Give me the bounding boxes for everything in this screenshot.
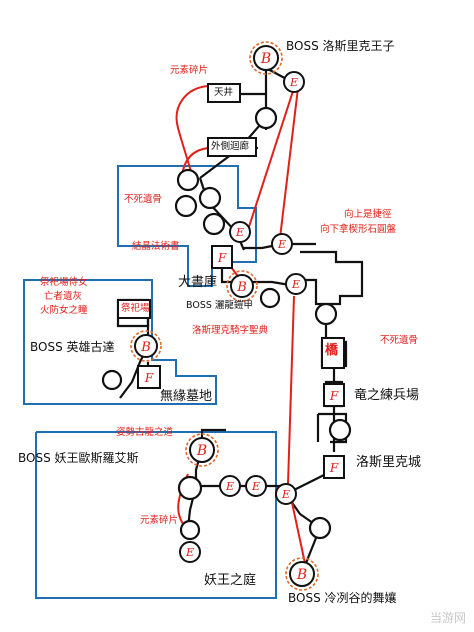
node-circle: [254, 106, 278, 130]
node-circle: [177, 475, 203, 501]
exit-node: E: [275, 483, 297, 505]
item-undead-bone-right: 不死遺骨: [380, 335, 419, 346]
boss-symbol: B: [236, 280, 247, 295]
node-circle: [314, 302, 338, 326]
item-shrine-attendant: 祭祀場侍女: [40, 277, 88, 288]
area-untended-graves: 無緣墓地: [160, 389, 213, 404]
boss-symbol: B: [140, 340, 151, 355]
boss-node-top: B: [249, 41, 283, 75]
exit-symbol: E: [225, 480, 234, 493]
node-circle: [198, 186, 222, 210]
item-shrine: 祭祀場: [121, 303, 150, 314]
item-shortcut-up: 向上是捷徑: [344, 209, 392, 220]
ceiling-box: [207, 83, 241, 103]
bonfire-symbol: F: [144, 371, 154, 385]
exit-node: E: [283, 71, 305, 93]
path-nodes: [101, 106, 352, 541]
node-circle: [176, 168, 200, 192]
exit-symbol: E: [251, 480, 260, 493]
region-kings-garden-border: [35, 431, 277, 599]
exit-nodes: E E E E E E E E: [179, 71, 307, 563]
boss-symbol: B: [196, 443, 207, 459]
node-circle: [328, 418, 352, 442]
area-dragon-barracks: 竜之練兵場: [354, 388, 420, 403]
boss-symbol: B: [260, 51, 271, 67]
item-dead-belongings: 亡者遺灰: [44, 291, 83, 302]
item-undead-bone-left: 不死遺骨: [124, 194, 163, 205]
label-boxes: [117, 83, 345, 369]
item-element-shard-top: 元素碎片: [170, 65, 209, 76]
red-route-down: [286, 295, 307, 569]
shrine-box: [117, 299, 151, 319]
area-lothric-castle: 洛斯里克城: [356, 455, 422, 470]
item-element-shard-bottom: 元素碎片: [140, 515, 179, 526]
node-circle: [101, 369, 123, 391]
boss-symbol: B: [296, 567, 307, 583]
exit-node: E: [229, 221, 251, 243]
item-ancient-dragon-gesture: 姿勢古龍之道: [116, 427, 174, 438]
exit-symbol: E: [185, 546, 194, 559]
item-bridge: 橋: [325, 343, 339, 358]
exit-node: E: [245, 475, 267, 497]
bonfire-node-barracks: F: [323, 383, 345, 407]
watermark: 当游网: [429, 611, 466, 625]
exit-symbol: E: [289, 76, 298, 89]
bonfire-node-untended: F: [137, 365, 161, 389]
boss-nodes: B B B B B: [130, 41, 319, 591]
boss-label-lower: BOSS 妖王歐斯羅艾斯: [18, 451, 139, 465]
bonfire-node-grand-archives: F: [211, 245, 233, 269]
path-right-box: [300, 250, 364, 306]
red-route-right: [279, 87, 299, 239]
bonfire-nodes: F F F F: [137, 245, 345, 479]
boss-label-top: BOSS 洛斯里克王子: [286, 39, 395, 53]
exit-node: E: [285, 273, 307, 295]
item-crystal-scroll: 結晶法術書: [132, 241, 180, 252]
node-circle: [174, 194, 198, 218]
boss-label-mid: BOSS 灑龍鎧甲: [186, 300, 253, 311]
item-ceiling: 天井: [214, 87, 234, 98]
boss-label-bottom: BOSS 冷冽谷的舞孃: [288, 591, 397, 605]
region-untended-graves-border: [23, 279, 217, 405]
boss-node-mid: B: [226, 270, 258, 302]
bonfire-symbol: F: [329, 461, 339, 475]
red-route-ceiling: [175, 85, 209, 177]
exit-node: E: [271, 233, 293, 255]
node-circle: [202, 212, 226, 236]
bonfire-symbol: F: [329, 389, 339, 403]
exit-symbol: E: [291, 278, 300, 291]
exit-node: E: [219, 475, 241, 497]
corridor-box: [207, 137, 257, 157]
area-grand-archives: 大書庫: [178, 275, 218, 290]
node-circle: [259, 287, 281, 309]
area-kings-garden: 妖王之庭: [204, 573, 257, 588]
bonfire-symbol: F: [217, 251, 227, 265]
item-outer-corridor: 外側迴廊: [211, 141, 250, 152]
boss-node-bottom: B: [285, 557, 319, 591]
boss-node-lower: B: [185, 433, 219, 467]
exit-symbol: E: [235, 226, 244, 239]
boss-node-left: B: [130, 330, 162, 362]
exit-node: E: [179, 541, 201, 563]
boss-label-left: BOSS 英雄古達: [30, 340, 115, 354]
exit-symbol: E: [281, 488, 290, 501]
bridge-box: [321, 337, 345, 369]
node-circle: [308, 516, 332, 540]
item-wedge-stone: 向下拿楔形石圓盤: [320, 224, 397, 235]
node-circle: [179, 519, 201, 541]
exit-symbol: E: [277, 238, 286, 251]
red-route-long: [245, 87, 295, 237]
bonfire-node-castle: F: [323, 455, 345, 479]
item-firekeeper-eye: 火防女之瞳: [40, 305, 88, 316]
item-lothric-scripture: 洛斯理克騎字聖典: [192, 325, 269, 336]
